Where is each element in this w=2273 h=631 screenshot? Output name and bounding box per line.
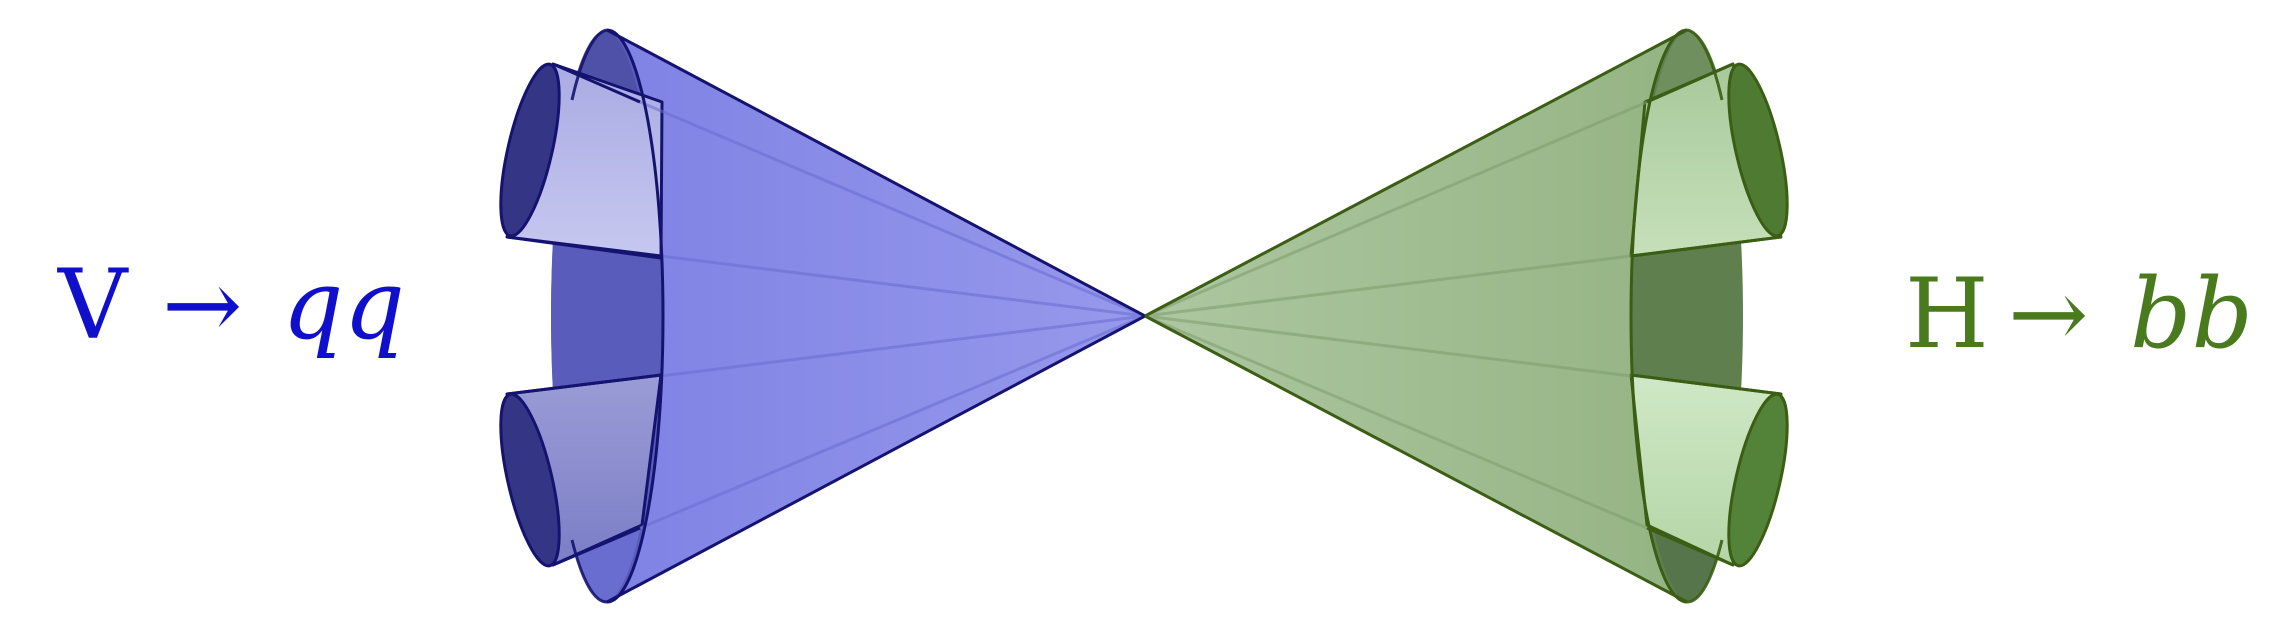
right-label-products: bb	[2130, 258, 2253, 370]
left-cone-outline	[506, 28, 1146, 604]
left-label-products: qq	[282, 249, 405, 361]
right-label-arrow: →	[2008, 258, 2088, 370]
right-lower-subjet	[1629, 373, 1789, 568]
left-label-arrow: →	[162, 249, 242, 361]
right-cone-front-face	[1145, 30, 1687, 602]
right-decay-label: H → bb	[1905, 258, 2253, 370]
right-cone-inner-lines	[1144, 100, 1648, 530]
right-cone-outline	[1144, 28, 1782, 604]
left-label-particle: V	[57, 249, 129, 361]
left-cone-front-face	[607, 30, 1145, 602]
right-upper-subjet-mouth	[1727, 62, 1789, 238]
left-upper-subjet-mouth	[499, 62, 561, 238]
left-decay-label: V → qq	[57, 249, 405, 361]
left-cone-inner-lines	[639, 100, 1146, 530]
right-upper-subjet	[1629, 62, 1789, 258]
left-upper-subjet	[499, 62, 664, 260]
left-lower-subjet	[499, 373, 663, 568]
right-label-particle: H	[1905, 258, 1989, 370]
